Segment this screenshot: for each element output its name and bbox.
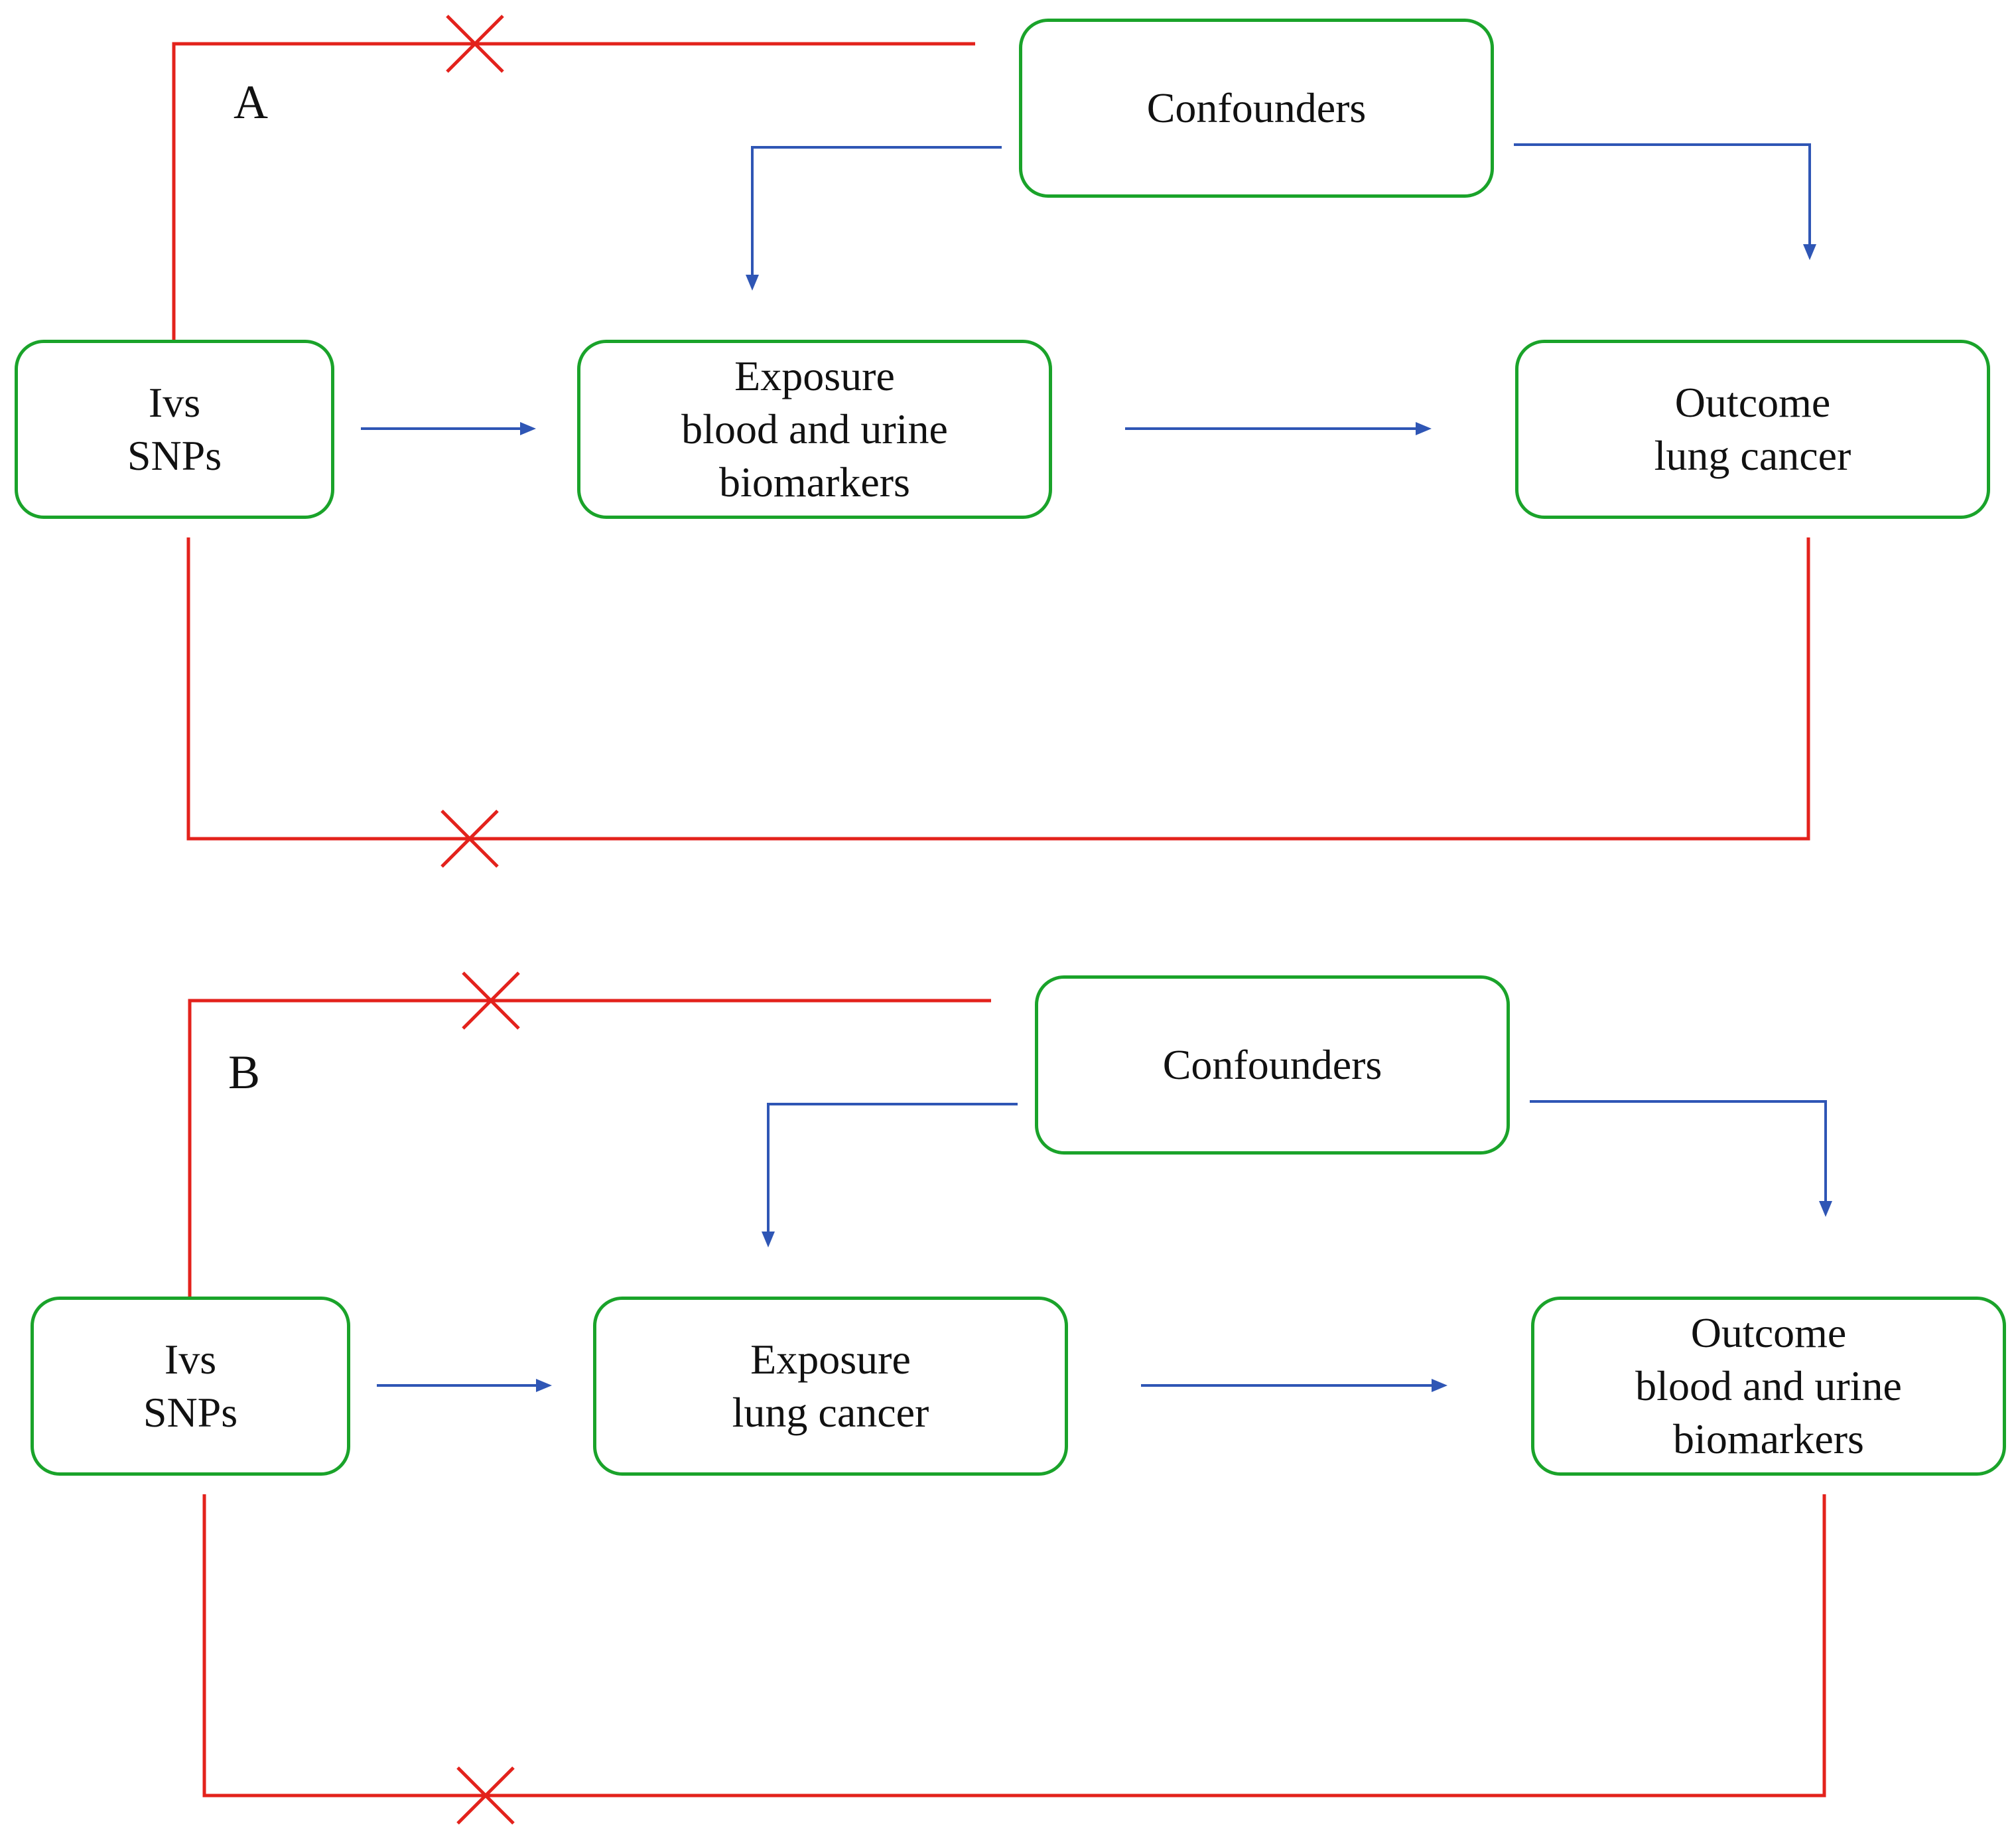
panel-b-outcome-line-3: biomarkers (1673, 1415, 1864, 1462)
panel-a-arrow-ivs-exposure-head (520, 422, 536, 435)
panel-a-arrow-confounders-outcome-head (1803, 244, 1816, 260)
panel-b-label: B (228, 1046, 261, 1099)
panel-a-arrow-confounders-outcome-line (1514, 143, 1811, 247)
panel-b-exposure-line-1: Exposure (750, 1336, 911, 1383)
panel-b-cross-ivs-confounders (462, 971, 520, 1030)
panel-a-arrow-confounders-exposure-line (751, 146, 1002, 277)
panel-b-exposure-line-2: lung cancer (732, 1389, 929, 1436)
panel-a-exposure-line-1: Exposure (734, 352, 895, 399)
panel-b-cross-ivs-outcome (456, 1766, 515, 1825)
panel-b-path-ivs-outcome (202, 1494, 1826, 1798)
panel-b-confounders-line-1: Confounders (1162, 1041, 1382, 1088)
panel-b-arrow-confounders-exposure-line (767, 1103, 1018, 1234)
panel-a-exposure-box: Exposure blood and urine biomarkers (577, 340, 1052, 519)
panel-b-arrow-confounders-outcome-head (1819, 1201, 1832, 1217)
panel-b-outcome-line-2: blood and urine (1635, 1362, 1902, 1409)
panel-b-confounders-box: Confounders (1035, 975, 1510, 1155)
panel-a-confounders-line-1: Confounders (1146, 84, 1367, 131)
panel-a-cross-ivs-outcome (440, 810, 499, 868)
panel-a-cross-ivs-confounders (446, 15, 504, 73)
panel-b-ivs-box: Ivs SNPs (31, 1297, 350, 1476)
panel-a-label: A (234, 76, 268, 129)
panel-a-ivs-box: Ivs SNPs (15, 340, 334, 519)
panel-a-ivs-line-2: SNPs (127, 432, 222, 479)
panel-a-exposure-line-2: blood and urine (681, 405, 948, 453)
panel-b-ivs-line-1: Ivs (164, 1336, 217, 1383)
panel-a-outcome-box: Outcome lung cancer (1515, 340, 1990, 519)
panel-a-confounders-box: Confounders (1019, 19, 1494, 198)
panel-a-ivs-line-1: Ivs (148, 379, 201, 426)
panel-b-arrow-exposure-outcome-head (1432, 1379, 1447, 1392)
panel-b-arrow-ivs-exposure-head (536, 1379, 552, 1392)
panel-b-outcome-line-1: Outcome (1690, 1309, 1847, 1356)
panel-a-exposure-line-3: biomarkers (719, 458, 910, 506)
panel-a-path-ivs-outcome (186, 537, 1810, 841)
panel-a-arrow-exposure-outcome-head (1416, 422, 1432, 435)
panel-b-ivs-line-2: SNPs (143, 1389, 238, 1436)
panel-b-path-ivs-confounders (188, 999, 991, 1297)
panel-b-exposure-box: Exposure lung cancer (593, 1297, 1068, 1476)
panel-b-outcome-box: Outcome blood and urine biomarkers (1531, 1297, 2006, 1476)
panel-b-arrow-confounders-exposure-head (762, 1232, 775, 1247)
panel-a-arrow-confounders-exposure-head (746, 275, 759, 291)
panel-a-path-ivs-confounders (172, 42, 975, 340)
panel-a-outcome-line-2: lung cancer (1654, 432, 1851, 479)
panel-b-arrow-confounders-outcome-line (1530, 1100, 1827, 1204)
panel-a-outcome-line-1: Outcome (1674, 379, 1831, 426)
